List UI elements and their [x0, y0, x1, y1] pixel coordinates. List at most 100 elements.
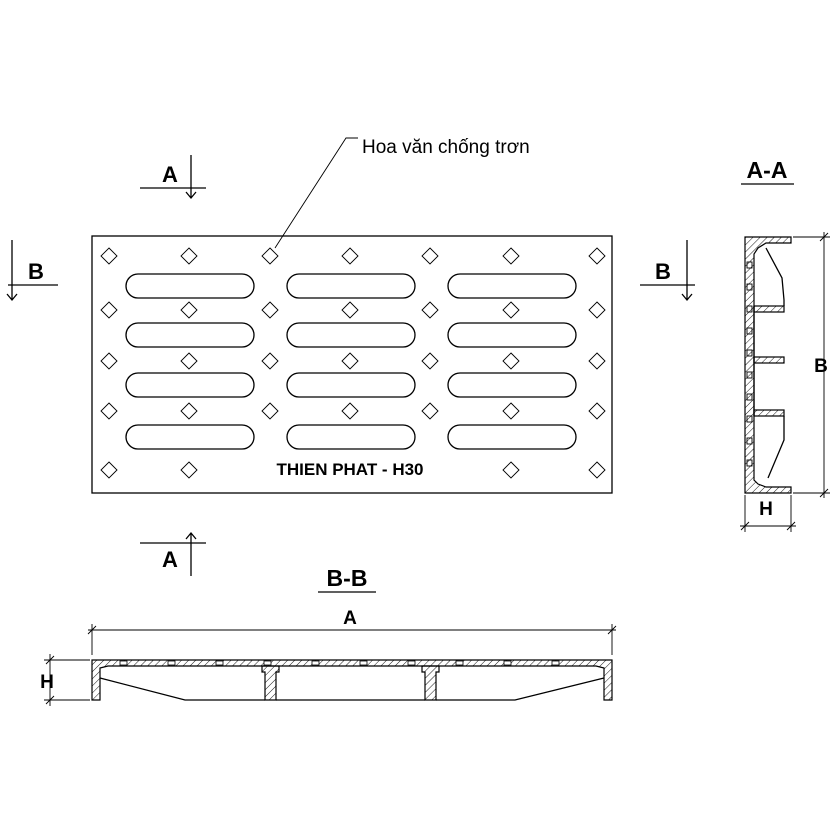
section-marker-a-top: A: [140, 155, 206, 200]
notch: [746, 437, 753, 445]
diamond-icon: [502, 301, 520, 319]
diamond-icon: [588, 301, 606, 319]
arrow-down-icon: [681, 293, 693, 302]
diamond-icon: [502, 352, 520, 370]
section-aa-web: [753, 356, 785, 364]
leader-line: [274, 137, 358, 249]
diamond-icon: [421, 247, 439, 265]
notch: [746, 305, 753, 313]
diamond-icon: [100, 461, 118, 479]
arrow-down-icon: [6, 293, 18, 302]
section-label-b-left: B: [28, 259, 44, 284]
notch: [551, 660, 560, 666]
notch: [746, 371, 753, 379]
diamond-icon: [180, 247, 198, 265]
drainage-slot: [447, 322, 577, 348]
diamond-icon: [100, 247, 118, 265]
section-marker-b-left: B: [6, 240, 58, 302]
section-b-b: B-B A H: [40, 565, 617, 706]
drainage-slot: [286, 273, 416, 299]
section-bb-taper: [99, 677, 265, 701]
diamond-icon: [180, 352, 198, 370]
diamond-icon: [502, 402, 520, 420]
diamond-icon: [100, 301, 118, 319]
drainage-slots: [125, 273, 577, 450]
section-bb-notches: [119, 660, 560, 666]
diamond-icon: [502, 247, 520, 265]
diamond-icon: [421, 402, 439, 420]
drainage-slot: [286, 372, 416, 398]
section-title-aa: A-A: [747, 157, 788, 183]
diamond-icon: [341, 247, 359, 265]
section-aa-taper: [765, 247, 785, 306]
drainage-slot: [125, 322, 255, 348]
grate-outline: [91, 235, 613, 494]
notch: [455, 660, 464, 666]
notch: [359, 660, 368, 666]
drainage-slot: [447, 424, 577, 450]
diamond-icon: [261, 247, 279, 265]
section-bb-web: [421, 665, 440, 701]
section-title-bb: B-B: [327, 565, 368, 591]
section-marker-b-right: B: [640, 240, 695, 302]
section-bb-web: [261, 665, 280, 701]
diamond-icon: [261, 301, 279, 319]
diamond-icon: [421, 301, 439, 319]
diamond-icon: [100, 352, 118, 370]
arrow-down-icon: [185, 191, 197, 200]
diamond-icon: [588, 247, 606, 265]
dimension-label-a: A: [343, 608, 357, 629]
drainage-slot: [125, 424, 255, 450]
diamond-icon: [180, 301, 198, 319]
section-bb-taper: [436, 677, 605, 701]
section-aa-taper: [767, 416, 785, 479]
notch: [746, 327, 753, 335]
section-label-b-right: B: [655, 259, 671, 284]
notch: [263, 660, 272, 666]
diamond-icon: [341, 301, 359, 319]
diamond-icon: [421, 352, 439, 370]
notch: [167, 660, 176, 666]
plan-view: THIEN PHAT - H30: [91, 235, 613, 494]
section-aa-notches: [746, 261, 753, 467]
section-aa-web: [753, 305, 785, 313]
notch: [311, 660, 320, 666]
diamond-icon: [180, 402, 198, 420]
notch: [746, 283, 753, 291]
dimension-label-h-side: H: [759, 499, 773, 520]
diamond-icon: [261, 352, 279, 370]
diamond-icon: [588, 352, 606, 370]
notch: [746, 349, 753, 357]
section-label-a-top: A: [162, 162, 178, 187]
drainage-slot: [286, 424, 416, 450]
diamond-icon: [588, 461, 606, 479]
dimension-label-b: B: [814, 356, 828, 377]
drainage-slot: [447, 273, 577, 299]
notch: [746, 393, 753, 401]
section-bb-plate: [91, 659, 613, 701]
drainage-slot: [286, 322, 416, 348]
dimension-label-h-bottom: H: [40, 672, 54, 693]
diamond-icon: [502, 461, 520, 479]
plate-marking: THIEN PHAT - H30: [276, 460, 423, 479]
notch: [503, 660, 512, 666]
anti-slip-pattern: [100, 247, 606, 479]
diamond-icon: [261, 402, 279, 420]
notch: [215, 660, 224, 666]
notch: [746, 459, 753, 467]
diamond-icon: [588, 402, 606, 420]
section-marker-a-bottom: A: [140, 531, 206, 576]
drainage-slot: [447, 372, 577, 398]
section-aa-rim: [744, 236, 792, 494]
notch: [119, 660, 128, 666]
diamond-icon: [180, 461, 198, 479]
diamond-icon: [341, 402, 359, 420]
annotation-callout: Hoa văn chống trơn: [274, 137, 530, 249]
notch: [746, 415, 753, 423]
drainage-slot: [125, 273, 255, 299]
section-a-a: A-A B H: [740, 157, 830, 532]
arrow-up-icon: [185, 531, 197, 540]
section-aa-web: [753, 409, 785, 417]
diamond-icon: [100, 402, 118, 420]
